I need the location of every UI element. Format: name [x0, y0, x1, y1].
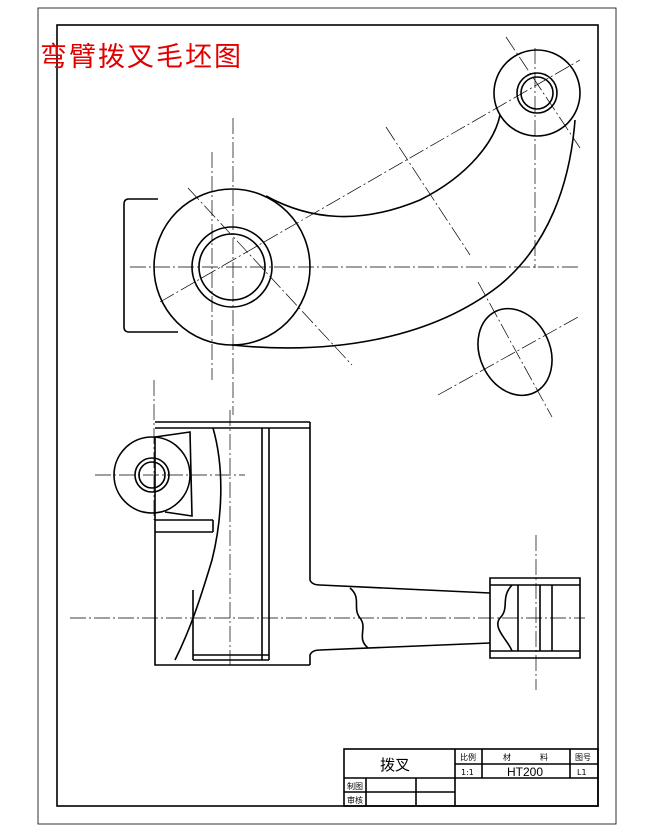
material-value: HT200: [507, 765, 543, 779]
top-view: [123, 36, 581, 418]
material-header-right: 料: [540, 752, 548, 762]
outer-border: [37, 7, 617, 825]
scale-header: 比例: [460, 752, 476, 762]
main-hub-bore-inner: [198, 233, 266, 301]
side-boss-bore-outer: [134, 457, 170, 493]
top-hub-bore-outer: [516, 72, 558, 114]
drawing-no-header: 图号: [575, 753, 591, 762]
arm-inner-edge: [265, 114, 501, 218]
fork-end-outline: [489, 577, 581, 659]
top-hub-bore-inner: [520, 76, 554, 110]
drawing-title: 弯臂拨叉毛坯图: [40, 42, 243, 73]
front-view: [70, 380, 585, 690]
part-name: 拨叉: [380, 756, 410, 774]
arm-break-left: [349, 587, 369, 649]
side-boss-flange: [154, 431, 193, 517]
body-outline: [154, 421, 310, 666]
main-hub-bore-outer: [191, 226, 273, 308]
arm-bottom-edge: [309, 642, 491, 665]
material-header-left: 材: [503, 752, 511, 762]
side-boss-outer: [113, 436, 191, 514]
side-boss-bore-inner: [138, 461, 166, 489]
left-boss-flat: [123, 198, 178, 333]
checked-label: 审核: [347, 795, 363, 805]
body-break-curve: [174, 427, 222, 661]
title-block: 拨叉 比例 1:1 材 料 HT200 图号 L1 制图 审核: [343, 748, 599, 807]
drawn-label: 制图: [347, 781, 363, 791]
arm-outer-edge: [231, 119, 576, 349]
arm-section: [477, 307, 553, 397]
drawing-no-value: L1: [577, 768, 587, 777]
arm-top-edge: [309, 428, 491, 594]
fork-break-curve: [497, 584, 513, 652]
top-hub-outer: [493, 49, 581, 137]
inner-border: [56, 24, 599, 807]
scale-value: 1:1: [461, 768, 474, 777]
